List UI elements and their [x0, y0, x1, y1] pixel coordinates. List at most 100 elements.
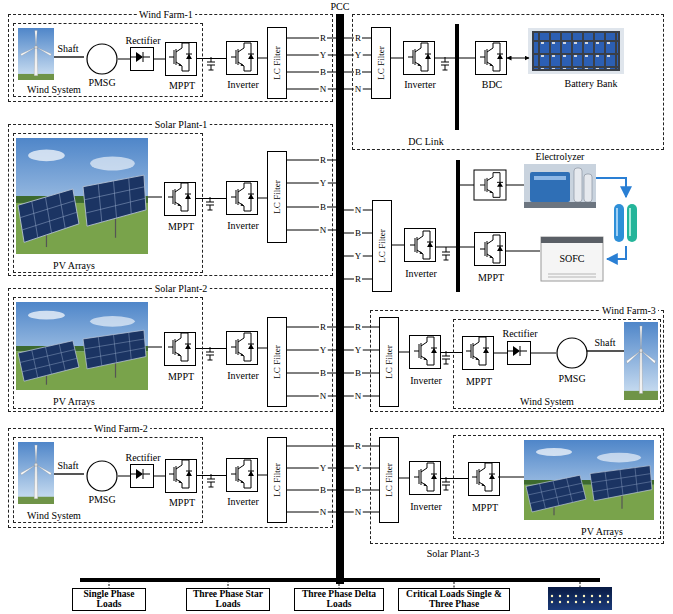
wire: [399, 478, 409, 479]
node-label: PMSG: [556, 374, 587, 384]
phase-label: Y: [354, 464, 363, 473]
node-label: Critical Loads Single & Three Phase: [399, 590, 509, 610]
node-label: BDC: [480, 80, 505, 90]
wire: [287, 72, 336, 73]
node-label: SOFC: [557, 254, 586, 264]
phase-label: Y: [319, 464, 328, 473]
wind-turbine: [18, 28, 54, 80]
lighting-image: [548, 587, 612, 610]
phase-label: B: [319, 68, 327, 77]
node-label: Electrolyzer: [534, 152, 587, 162]
node-label: Wind Farm-2: [92, 424, 150, 434]
converter-box: Inverter: [403, 41, 435, 75]
wire: [287, 55, 336, 56]
generator-circle: PMSG: [86, 43, 118, 75]
phase-label: N: [319, 392, 328, 401]
wire: [287, 38, 336, 39]
wire: [258, 475, 267, 476]
pv-array-image: [524, 440, 654, 520]
phase-label: N: [319, 226, 328, 235]
wire: [506, 251, 540, 252]
wire: [258, 348, 267, 349]
node-label: MPPT: [464, 377, 494, 387]
circle-outline: [86, 460, 118, 492]
filter-box: LC Filter: [379, 317, 399, 407]
node-label: PV Arrays: [51, 397, 97, 407]
equipment-image: Electrolyzer: [524, 164, 596, 208]
node-label: Wind System: [25, 511, 83, 521]
wire: [287, 183, 336, 184]
node-label: Wind System: [25, 85, 83, 95]
node-label: Solar Plant-3: [425, 549, 482, 559]
phase-label: B: [354, 68, 362, 77]
wire: [287, 512, 336, 513]
converter-box: MPPT: [468, 462, 500, 496]
wire: [441, 478, 468, 479]
node-label: MPPT: [476, 273, 506, 283]
shaft-label: Shaft: [593, 338, 616, 348]
phase-label: Y: [319, 51, 328, 60]
phase-label: R: [319, 323, 327, 332]
wind-turbine: [624, 322, 658, 400]
node-label: PMSG: [86, 495, 117, 505]
wire: [441, 352, 462, 353]
node-label: MPPT: [470, 503, 500, 513]
node-label: PCC: [329, 2, 352, 12]
node-label: MPPT: [166, 372, 196, 382]
wire: [287, 446, 336, 447]
converter-box: MPPT: [165, 459, 197, 493]
node-label: PV Arrays: [51, 261, 97, 271]
equipment-image: SOFC: [540, 236, 604, 282]
sofc-image: [541, 237, 603, 281]
wire: [287, 490, 336, 491]
wire: [287, 396, 336, 397]
generator-circle-shape: [87, 44, 117, 74]
wire: [507, 58, 529, 59]
phase-label: Y: [319, 179, 328, 188]
load-box: Three Phase Star Loads: [186, 588, 270, 611]
node-label: MPPT: [167, 81, 197, 91]
load-drop: [580, 582, 581, 587]
node-label: LC Filter: [385, 463, 394, 496]
section-box: MPPTPV Arrays: [453, 435, 661, 539]
circle-outline: [86, 43, 118, 75]
phase-label: R: [319, 34, 327, 43]
wire: [287, 160, 336, 161]
phase-label: Y: [319, 346, 328, 355]
section-box: MPPTPV Arrays: [13, 133, 203, 273]
converter-box: Inverter: [409, 335, 441, 369]
phase-label: R: [354, 34, 362, 43]
converter-box: Rectifier: [507, 341, 531, 365]
section-box: LC Filter InverterMPPT RectifierPMSG Wind S…: [370, 310, 664, 412]
node-label: LC Filter: [273, 46, 282, 79]
node-label: LC Filter: [273, 463, 282, 496]
node-label: Three Phase Delta Loads: [295, 590, 383, 610]
filter-box: LC Filter: [267, 27, 287, 99]
hydrogen-arrow: [596, 178, 626, 259]
load-box: Single Phase Loads: [72, 588, 146, 611]
filter-box: LC Filter: [267, 151, 287, 243]
section-box: PMSGRectifierMPPTWind System: [13, 437, 203, 523]
phase-label: N: [319, 508, 328, 517]
wire: [287, 89, 336, 90]
shaft-label: Shaft: [56, 44, 79, 54]
wire: [228, 580, 336, 588]
phase-label: Y: [354, 252, 363, 261]
wire: [197, 58, 226, 59]
node-label: LC Filter: [377, 46, 386, 79]
node-label: Wind Farm-1: [137, 10, 195, 20]
node-label: MPPT: [167, 498, 197, 508]
node-label: LC Filter: [273, 345, 282, 378]
node-label: DC Link: [406, 137, 445, 147]
section-box: MPPT RectifierPMSG Wind System: [453, 319, 661, 409]
section-box: MPPTPV ArraysInverterLC FilterSolar Plan…: [8, 124, 333, 276]
converter-box: MPPT: [474, 232, 506, 266]
node-label: Solar Plant-2: [153, 284, 210, 294]
wire: [154, 59, 165, 60]
wire: [197, 475, 226, 476]
node-label: Wind System: [518, 397, 576, 407]
converter-box: Inverter: [409, 461, 441, 495]
wire: [258, 58, 267, 59]
generator-circle: PMSG: [86, 460, 118, 492]
converter-box: Inverter: [226, 41, 258, 75]
